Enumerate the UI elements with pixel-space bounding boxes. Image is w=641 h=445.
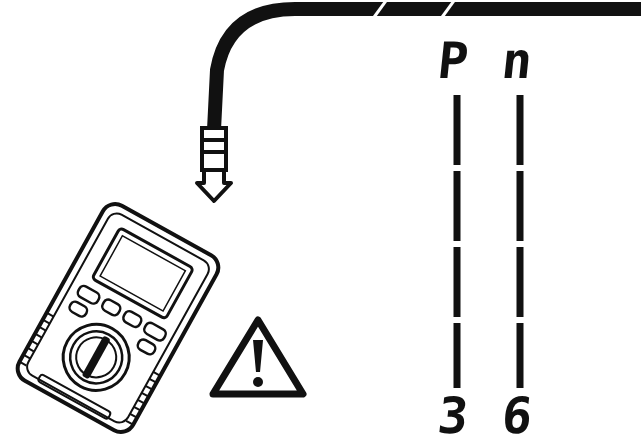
segment-bar [517, 95, 524, 388]
display-character: 6 [499, 391, 534, 441]
cable-break [440, 0, 456, 20]
cable [214, 9, 641, 130]
probe-plug [197, 128, 231, 201]
warning-symbol [213, 320, 303, 394]
display-character: 3 [435, 391, 470, 441]
multimeter [13, 199, 224, 437]
display-character: P [435, 36, 470, 86]
segment-bar [454, 95, 461, 388]
cable-break [372, 0, 388, 20]
display-character: n [499, 36, 534, 86]
